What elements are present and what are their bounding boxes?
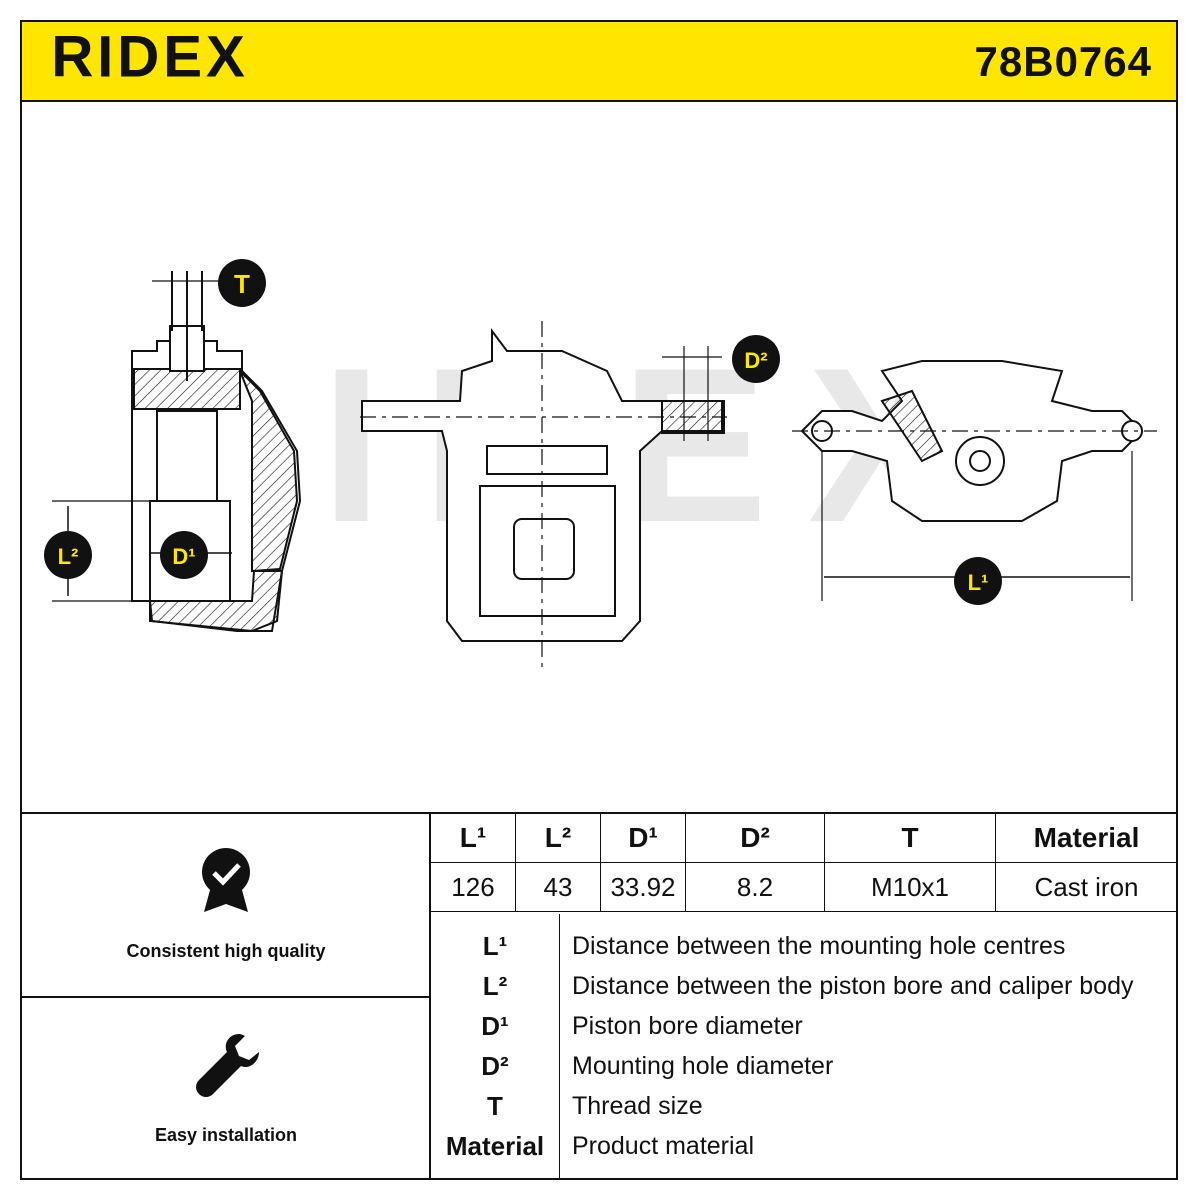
marker-l1: L¹ [954,557,1002,605]
spec-table: L¹ L² D¹ D² T Material 126 43 33.92 8.2 … [430,814,1178,912]
section-divider [22,812,1176,814]
feature-installation: Easy installation [22,1030,430,1146]
marker-l2: L² [44,531,92,579]
wrench-icon [196,1034,259,1097]
svg-text:T: T [234,269,250,299]
front-view [360,321,727,671]
spec-value-material: Cast iron [995,862,1178,912]
spec-header-material: Material [995,814,1178,863]
quality-badge-icon [202,848,250,912]
feature-quality: Consistent high quality [22,846,430,962]
caliper-diagram: RIDEX T L² D¹ [44,259,1157,671]
marker-d1: D¹ [160,531,208,579]
side-view [792,360,1157,601]
brand-text: RIDEX [51,25,248,88]
spec-value-t: M10x1 [824,862,996,912]
spec-header-l1: L¹ [430,814,516,863]
svg-text:L²: L² [58,544,79,569]
svg-text:L¹: L¹ [968,570,989,595]
outer-frame [20,20,1178,1180]
column-divider [429,814,431,1180]
svg-text:D¹: D¹ [172,544,195,569]
marker-t: T [218,259,266,307]
spec-value-d1: 33.92 [600,862,686,912]
feature-label: Consistent high quality [126,941,326,961]
part-number: 78B0764 [974,38,1152,85]
legend-divider [559,914,560,1180]
marker-d2: D² [732,335,780,383]
ridex-logo: RIDEX [51,25,248,88]
spec-value-l1: 126 [430,862,516,912]
svg-text:D²: D² [744,348,767,373]
feature-divider [22,996,430,998]
header-bar [22,22,1176,102]
feature-label: Easy installation [154,1125,298,1145]
spec-value-l2: 43 [515,862,601,912]
